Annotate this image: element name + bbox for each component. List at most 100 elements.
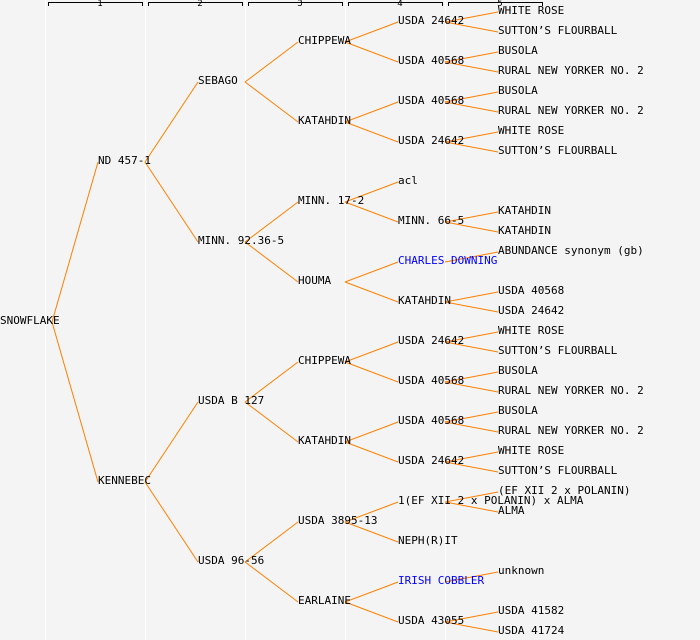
pedigree-connector	[244, 201, 299, 243]
pedigree-connector	[244, 361, 299, 403]
generation-number: 3	[297, 0, 303, 9]
ancestor-name: USDA 41724	[498, 624, 565, 637]
pedigree-connector	[344, 441, 399, 463]
ancestor-name: RURAL NEW YORKER NO. 2	[498, 424, 644, 437]
ancestor-name: SUTTON’S FLOURBALL	[498, 344, 618, 357]
ancestor-name: ABUNDANCE synonym (gb)	[498, 244, 644, 257]
ancestor-name: BUSOLA	[498, 404, 538, 417]
pedigree-connector	[244, 561, 299, 603]
column-divider	[345, 0, 346, 640]
ancestor-name: unknown	[498, 564, 545, 577]
ancestor-link[interactable]: CHARLES DOWNING	[398, 254, 498, 267]
pedigree-connector	[444, 381, 499, 393]
ancestor-name: acl	[398, 174, 418, 187]
pedigree-connector	[444, 461, 499, 473]
pedigree-connector	[344, 341, 399, 363]
pedigree-connector	[51, 161, 99, 323]
pedigree-connector	[444, 141, 499, 153]
pedigree-connector	[344, 121, 399, 143]
ancestor-link[interactable]: IRISH COBBLER	[398, 574, 485, 587]
ancestor-name: BUSOLA	[498, 84, 538, 97]
ancestor-name: MINN. 92.36-5	[198, 234, 285, 247]
pedigree-connector	[444, 221, 499, 233]
ancestor-name: RURAL NEW YORKER NO. 2	[498, 384, 644, 397]
pedigree-connector	[444, 341, 499, 353]
ancestor-name: RURAL NEW YORKER NO. 2	[498, 64, 644, 77]
pedigree-connector	[144, 161, 199, 243]
pedigree-connector	[344, 581, 399, 603]
pedigree-connector	[444, 11, 499, 23]
pedigree-connector	[344, 601, 399, 623]
pedigree-connector	[444, 251, 499, 263]
pedigree-connector	[344, 101, 399, 123]
pedigree-connector	[244, 41, 299, 83]
pedigree-connector	[344, 181, 399, 203]
ancestor-name: USDA 40568	[398, 374, 465, 387]
pedigree-connector	[344, 21, 399, 43]
generation-number: 5	[497, 0, 503, 9]
ancestor-name: WHITE ROSE	[498, 4, 565, 17]
ancestor-name: KATAHDIN	[498, 224, 551, 237]
ancestor-name: ALMA	[498, 504, 525, 517]
pedigree-connector	[344, 201, 399, 223]
pedigree-connector	[444, 421, 499, 433]
generation-bracket	[148, 2, 243, 6]
pedigree-connector	[344, 421, 399, 443]
generation-number: 4	[397, 0, 403, 9]
pedigree-connector	[344, 281, 399, 303]
ancestor-name: SEBAGO	[198, 74, 238, 87]
pedigree-connector	[244, 241, 299, 283]
pedigree-connector	[444, 331, 499, 343]
column-divider	[445, 0, 446, 640]
pedigree-connector	[444, 21, 499, 33]
ancestor-name: BUSOLA	[498, 364, 538, 377]
ancestor-name: WHITE ROSE	[498, 444, 565, 457]
ancestor-name: SUTTON’S FLOURBALL	[498, 464, 618, 477]
ancestor-name: CHIPPEWA	[298, 34, 351, 47]
ancestor-name: USDA 43055	[398, 614, 465, 627]
pedigree-connector	[51, 321, 99, 483]
ancestor-name: USDA 96-56	[198, 554, 265, 567]
ancestor-name: WHITE ROSE	[498, 124, 565, 137]
ancestor-name: EARLAINE	[298, 594, 351, 607]
pedigree-connector	[444, 491, 499, 503]
ancestor-name: MINN. 66-5	[398, 214, 465, 227]
pedigree-connector	[344, 361, 399, 383]
column-divider	[45, 0, 46, 640]
ancestor-name: HOUMA	[298, 274, 332, 287]
generation-bracket	[348, 2, 443, 6]
ancestor-name: USDA 24642	[398, 454, 465, 467]
ancestor-name: SUTTON’S FLOURBALL	[498, 24, 618, 37]
pedigree-connector	[444, 211, 499, 223]
generation-bracket	[48, 2, 143, 6]
ancestor-name: USDA 40568	[398, 94, 465, 107]
pedigree-connector	[344, 41, 399, 63]
pedigree-connector	[444, 371, 499, 383]
column-divider	[145, 0, 146, 640]
ancestor-name: USDA 41582	[498, 604, 565, 617]
pedigree-connector	[444, 101, 499, 113]
ancestor-name: USDA 3895-13	[298, 514, 378, 527]
ancestor-name: CHIPPEWA	[298, 354, 351, 367]
ancestor-name: USDA 40568	[398, 414, 465, 427]
pedigree-connector	[144, 401, 199, 483]
ancestor-name: KENNEBEC	[98, 474, 151, 487]
pedigree-connector	[444, 91, 499, 103]
generation-bracket	[448, 2, 543, 6]
pedigree-connector	[244, 81, 299, 123]
ancestor-name: USDA 24642	[398, 14, 465, 27]
ancestor-name: SUTTON’S FLOURBALL	[498, 144, 618, 157]
ancestor-name: USDA 24642	[398, 134, 465, 147]
ancestor-name: USDA B 127	[198, 394, 265, 407]
pedigree-connector	[344, 501, 399, 523]
pedigree-connector	[444, 301, 499, 313]
ancestor-name: (EF XII 2 x POLANIN)	[498, 484, 631, 497]
pedigree-connector	[444, 501, 499, 513]
pedigree-connector	[444, 291, 499, 303]
pedigree-connector	[244, 401, 299, 443]
pedigree-connector	[444, 51, 499, 63]
generation-number: 1	[97, 0, 103, 9]
ancestor-name: BUSOLA	[498, 44, 538, 57]
pedigree-connector	[144, 481, 199, 563]
